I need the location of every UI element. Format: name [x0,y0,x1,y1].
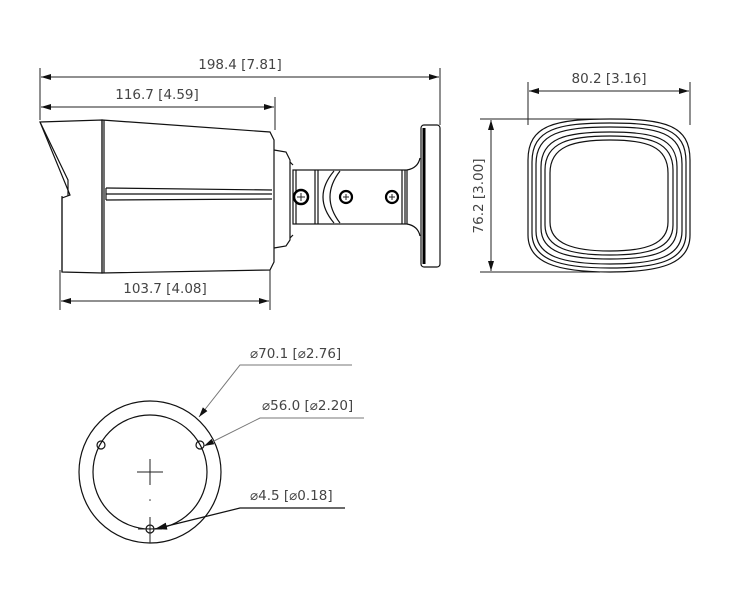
overall-length-label: 198.4 [7.81] [198,57,282,73]
body-length-label: 116.7 [4.59] [115,87,199,103]
screw-icon [292,188,310,206]
camera-front-outline [527,118,691,273]
bolt-circle-label: ⌀56.0 [⌀2.20] [262,398,353,414]
mount-bracket [292,124,441,268]
front-width-label: 80.2 [3.16] [572,71,647,87]
mount-base-view: ⌀70.1 [⌀2.76] ⌀56.0 [⌀2.20] ⌀4.5 [⌀0.18] [78,346,364,544]
screw-icon [338,189,354,205]
dimension-front-width: 80.2 [3.16] [529,71,689,94]
leader-bolt-circle: ⌀56.0 [⌀2.20] [203,398,364,447]
camera-body [39,119,294,274]
dimension-overall-length: 198.4 [7.81] [41,57,439,80]
mount-hole [96,440,106,450]
dimension-housing-length: 103.7 [4.08] [61,281,269,304]
side-view: 198.4 [7.81] 116.7 [4.59] 103.7 [4.08] [39,57,441,310]
dimension-body-length: 116.7 [4.59] [41,87,274,110]
leader-outer-diameter: ⌀70.1 [⌀2.76] [198,346,352,418]
screw-icon [384,189,400,205]
hole-diameter-label: ⌀4.5 [⌀0.18] [250,488,333,504]
housing-length-label: 103.7 [4.08] [123,281,207,297]
leader-hole-diameter: ⌀4.5 [⌀0.18] [154,488,345,530]
dimension-front-height: 76.2 [3.00] [471,120,494,271]
front-view: 80.2 [3.16] 76.2 [3.00] [471,71,691,273]
outer-diameter-label: ⌀70.1 [⌀2.76] [250,346,341,362]
front-height-label: 76.2 [3.00] [471,159,487,234]
